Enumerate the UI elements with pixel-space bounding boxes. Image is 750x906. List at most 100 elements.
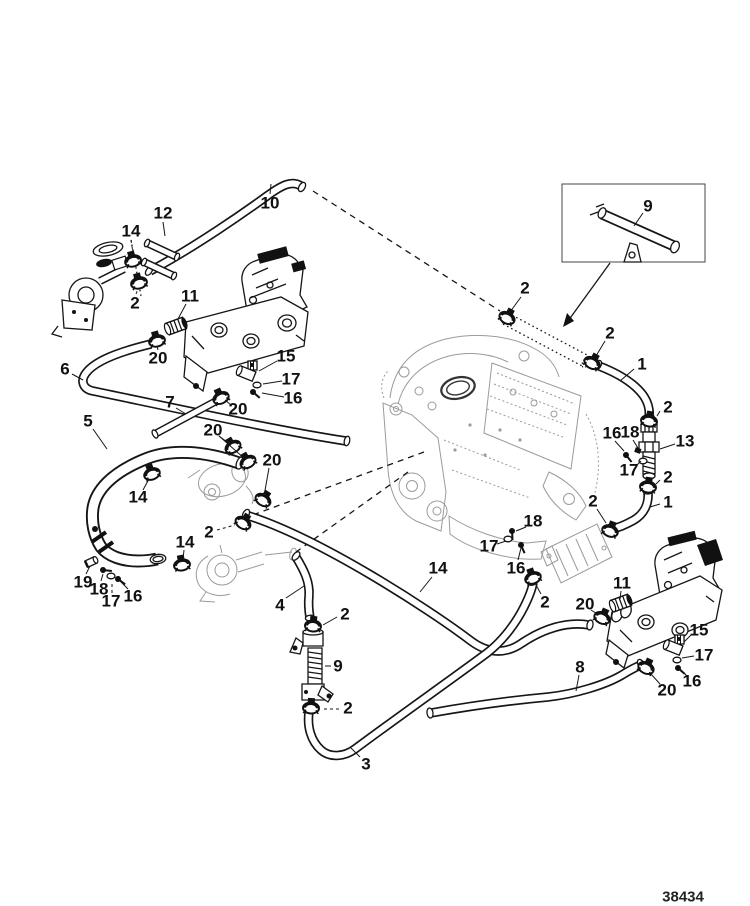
callout-14-15: 14: [129, 488, 148, 507]
callout-14-43: 14: [429, 559, 448, 578]
callout-20-11: 20: [229, 400, 248, 419]
hose-5: [85, 445, 245, 568]
leader-line-2-23: [322, 616, 338, 626]
callout-14-17: 14: [176, 533, 195, 552]
callout-11-45: 11: [613, 574, 631, 593]
callout-16-21: 16: [124, 587, 143, 606]
engine-front-ghost: [382, 402, 447, 532]
callout-17-8: 17: [282, 370, 301, 389]
washer-17-right: [638, 457, 648, 465]
callout-11-4: 11: [181, 287, 199, 306]
throttle-opening-ring: [440, 375, 476, 401]
oil-pan-ghost: [448, 515, 547, 560]
callout-2-16: 2: [204, 523, 213, 542]
leader-line-2-35: [656, 410, 661, 417]
leader-line-16-10: [261, 392, 285, 398]
callout-2-42: 2: [540, 593, 549, 612]
callout-1-37: 1: [663, 493, 672, 512]
leader-line-18-32: [632, 439, 639, 449]
callout-6-6: 6: [60, 360, 69, 379]
leader-line-20-5: [156, 345, 159, 351]
leader-line-15-46: [683, 634, 692, 643]
valve-cover-ghost: [483, 362, 582, 470]
thermostat-pump-assembly: [50, 239, 142, 338]
leader-line-7-9: [175, 407, 187, 415]
callout-17-47: 17: [695, 646, 714, 665]
leader-line-2-28: [509, 296, 522, 313]
leader-line-14-17: [182, 549, 185, 560]
callout-19-18: 19: [74, 573, 93, 592]
callout-18-32: 18: [621, 423, 640, 442]
callout-2-29: 2: [605, 324, 614, 343]
callout-3-26: 3: [361, 755, 370, 774]
leader-line-18-39: [515, 526, 527, 532]
callout-16-41: 16: [507, 559, 526, 578]
inset-arrow-head: [563, 313, 574, 327]
callout-8-50: 8: [575, 658, 584, 677]
replacement-tube-box: [561, 183, 706, 327]
callout-4-22: 4: [275, 596, 285, 615]
leader-line-14-0: [130, 239, 134, 254]
callout-7-9: 7: [165, 393, 174, 412]
power-steering-pump-ghost: [187, 461, 254, 505]
leader-line-2-3: [135, 288, 139, 295]
washer-17-port: [252, 381, 262, 389]
leader-line-20-13: [218, 435, 246, 460]
leader-line-20-11: [224, 399, 232, 406]
leader-line-2-38: [596, 508, 607, 524]
engine-block-ghost: [381, 334, 599, 560]
callout-17-40: 17: [480, 537, 499, 556]
callout-9-24: 9: [333, 657, 342, 676]
fitting-13: [638, 419, 660, 490]
callout-16-10: 16: [284, 389, 303, 408]
tube-9-part: [589, 203, 681, 263]
callout-2-36: 2: [663, 468, 672, 487]
callout-12-1: 12: [154, 204, 173, 223]
leader-line-1-30: [619, 368, 635, 382]
leader-line-16-48: [680, 669, 688, 677]
callout-20-44: 20: [576, 595, 595, 614]
callout-9-27: 9: [643, 197, 652, 216]
leader-line-11-4: [177, 303, 187, 320]
clamp-20-stbd-elbow: [635, 654, 659, 678]
clamp-14-seapump: [171, 552, 192, 573]
leader-line-14-15: [142, 478, 150, 491]
screw-16-port: [248, 387, 263, 399]
leader-line-17-47: [681, 655, 695, 659]
callout-17-34: 17: [620, 461, 639, 480]
leader-line-16-41: [517, 547, 522, 561]
callout-20-49: 20: [658, 681, 677, 700]
leader-line-9-27: [633, 212, 644, 227]
hose-12: [140, 238, 181, 281]
callout-18-19: 18: [90, 580, 109, 599]
callout-16-48: 16: [683, 672, 702, 691]
leader-line-8-50: [575, 674, 580, 692]
callout-2-3: 2: [130, 294, 139, 313]
hoses: [78, 178, 655, 761]
hose-14: [241, 508, 594, 656]
leader-line-15-7: [258, 360, 278, 372]
leader-line-19-18: [85, 565, 91, 575]
callout-17-20: 17: [102, 592, 121, 611]
callout-20-13: 20: [204, 421, 223, 440]
leader-line-17-40: [496, 540, 507, 545]
leader-line-4-22: [285, 585, 305, 599]
leader-line-2-36: [655, 479, 661, 485]
leader-line-13-33: [659, 443, 676, 450]
leader-line-6-6: [71, 373, 84, 381]
leader-line-2-29: [595, 340, 606, 357]
clamp-2-above-13: [639, 408, 660, 429]
washer-17-left: [106, 572, 116, 580]
callout-20-14: 20: [263, 451, 282, 470]
leader-line-20-49: [650, 673, 661, 685]
screw-16-left: [113, 574, 128, 586]
leader-line-14-43: [419, 576, 433, 593]
clamp-2-ghost-tube-left: [496, 304, 520, 328]
callout-18-39: 18: [524, 512, 543, 531]
tube-9-assembly: [289, 628, 334, 703]
oil-cooler-ghost: [540, 523, 613, 584]
callout-1-30: 1: [637, 355, 646, 374]
hose-6: [78, 339, 351, 447]
